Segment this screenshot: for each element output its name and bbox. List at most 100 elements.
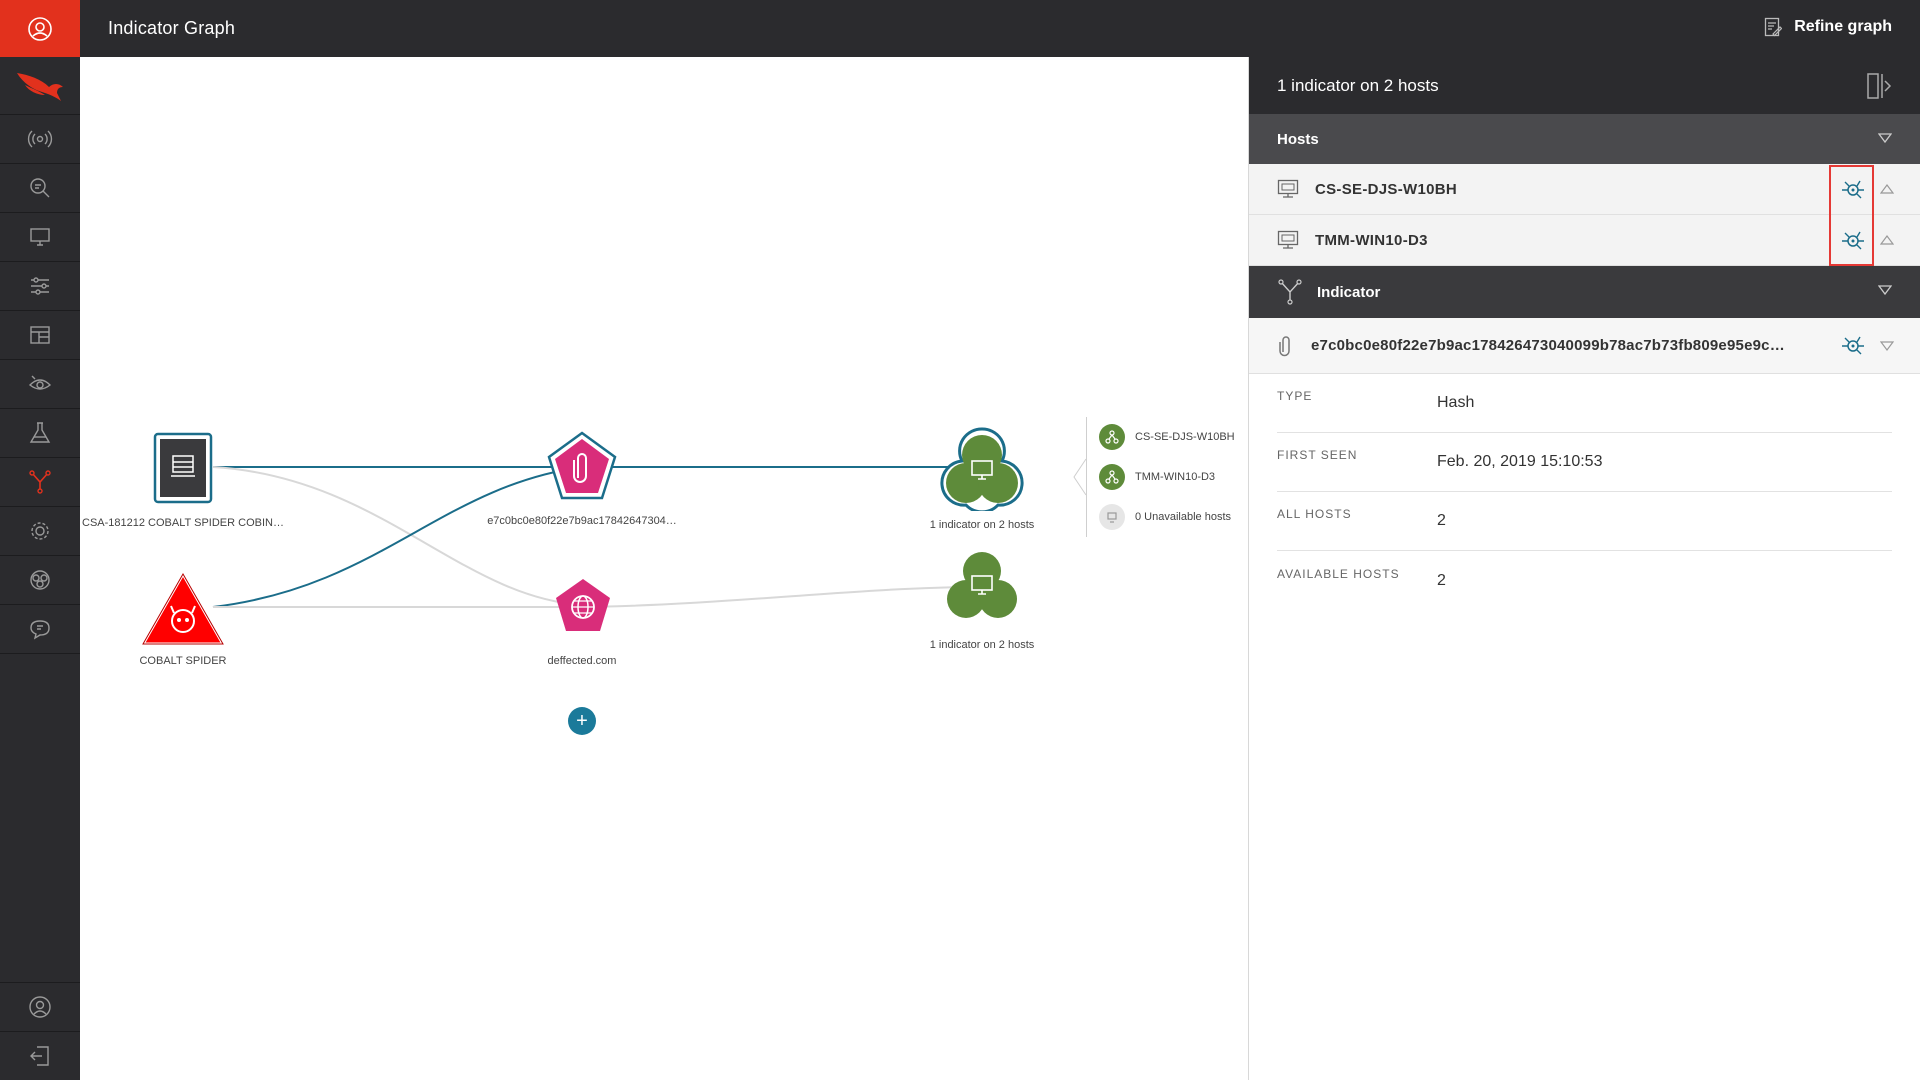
indicator-row[interactable]: e7c0bc0e80f22e7b9ac178426473040099b78ac7… — [1249, 318, 1920, 374]
sidebar-item-support[interactable] — [0, 605, 80, 654]
highlight-box — [1829, 165, 1874, 266]
detail-value: 2 — [1437, 571, 1446, 589]
node-hash[interactable] — [546, 430, 618, 507]
detail-row: AVAILABLE HOSTS 2 — [1277, 551, 1892, 610]
node-domain-label: deffected.com — [547, 655, 617, 667]
top-header: Indicator Graph Refine graph — [80, 0, 1920, 57]
detail-value: Feb. 20, 2019 15:10:53 — [1437, 453, 1603, 470]
flask-icon — [29, 422, 51, 443]
hosts-cluster-icon — [947, 552, 1017, 618]
collapse-panel-icon[interactable] — [1866, 72, 1892, 100]
sidebar-bottom — [0, 982, 80, 1080]
user-icon — [29, 996, 51, 1018]
sidebar-item-activity[interactable] — [0, 115, 80, 164]
host-row[interactable]: TMM-WIN10-D3 — [1249, 215, 1920, 266]
graph-icon — [1278, 279, 1302, 305]
sidebar-item-configuration[interactable] — [0, 262, 80, 311]
node-hosts-bottom[interactable] — [942, 549, 1022, 630]
monitor-icon — [30, 228, 50, 246]
sidebar-item-threats[interactable] — [0, 556, 80, 605]
page-title: Indicator Graph — [108, 18, 236, 38]
biohazard-icon — [30, 570, 50, 590]
node-domain[interactable] — [554, 577, 612, 638]
chevron-down-icon — [1878, 285, 1892, 296]
graph-explore-icon[interactable] — [1840, 333, 1866, 359]
detail-key: FIRST SEEN — [1277, 448, 1358, 462]
node-hosts-bottom-label: 1 indicator on 2 hosts — [929, 639, 1035, 651]
falcon-logo-icon — [17, 72, 63, 101]
refine-graph-button[interactable]: Refine graph — [1764, 17, 1892, 37]
detail-row: TYPE Hash — [1277, 374, 1892, 433]
edit-document-icon — [1765, 17, 1783, 37]
node-hash-label: e7c0bc0e80f22e7b9ac17842647304… — [487, 515, 677, 527]
host-list-item[interactable]: CS-SE-DJS-W10BH — [1099, 417, 1235, 457]
report-document-icon — [153, 432, 213, 504]
falcon-logo[interactable] — [0, 57, 80, 115]
detail-key: AVAILABLE HOSTS — [1277, 566, 1400, 581]
details-panel: 1 indicator on 2 hosts Hosts CS-SE-DJS-W… — [1248, 57, 1920, 1080]
callout-pointer — [1073, 458, 1086, 496]
sidebar-item-dashboards[interactable] — [0, 311, 80, 360]
host-list-label: TMM-WIN10-D3 — [1135, 471, 1216, 483]
sidebar-item-hosts[interactable] — [0, 213, 80, 262]
hash-attachment-icon — [547, 431, 617, 500]
add-node-button[interactable]: + — [568, 707, 596, 735]
sidebar-item-investigate[interactable] — [0, 164, 80, 213]
host-network-icon — [1099, 424, 1125, 450]
edge-domain-hosts — [581, 586, 981, 608]
broadcast-icon — [27, 130, 53, 148]
node-hosts-top-label: 1 indicator on 2 hosts — [929, 519, 1035, 531]
graph-icon — [29, 470, 51, 494]
sidebar-item-logout[interactable] — [0, 1031, 80, 1080]
chevron-down-icon — [1878, 133, 1892, 144]
detail-row: FIRST SEEN Feb. 20, 2019 15:10:53 — [1277, 433, 1892, 492]
graph-explore-icon[interactable] — [1840, 177, 1866, 203]
detail-value: Hash — [1437, 394, 1475, 411]
domain-globe-icon — [556, 579, 610, 631]
user-circle-icon — [28, 16, 52, 41]
graph-explore-icon[interactable] — [1840, 228, 1866, 254]
sidebar-item-indicator-graph[interactable] — [0, 458, 80, 507]
indicator-details: TYPE Hash FIRST SEEN Feb. 20, 2019 15:10… — [1249, 374, 1920, 610]
host-name: CS-SE-DJS-W10BH — [1315, 180, 1458, 198]
host-list-label: CS-SE-DJS-W10BH — [1135, 431, 1235, 443]
node-hosts-top[interactable] — [936, 425, 1028, 516]
indicator-section-header[interactable]: Indicator — [1249, 266, 1920, 318]
chevron-up-icon[interactable] — [1880, 183, 1894, 195]
detail-key: TYPE — [1277, 389, 1313, 403]
refine-graph-label: Refine graph — [1794, 18, 1892, 35]
graph-canvas[interactable]: CSA-181212 COBALT SPIDER COBIN… COBALT S… — [80, 57, 1248, 1080]
host-computer-icon — [1277, 230, 1299, 249]
unavailable-host-icon — [1099, 504, 1125, 530]
sidebar-item-overwatch[interactable] — [0, 360, 80, 409]
search-icon — [30, 178, 50, 198]
eye-icon — [28, 375, 52, 390]
sidebar-item-account[interactable] — [0, 982, 80, 1031]
sidebar-item-sandbox[interactable] — [0, 409, 80, 458]
host-list-item[interactable]: 0 Unavailable hosts — [1099, 497, 1235, 537]
hosts-section-header[interactable]: Hosts — [1249, 114, 1920, 164]
detail-value: 2 — [1437, 512, 1446, 529]
chat-icon — [30, 620, 50, 640]
sidebar-item-settings[interactable] — [0, 507, 80, 556]
host-computer-icon — [1277, 179, 1299, 198]
user-profile-button[interactable] — [0, 0, 80, 57]
hosts-cluster-icon — [940, 427, 1024, 514]
logout-icon — [30, 1046, 49, 1066]
host-row[interactable]: CS-SE-DJS-W10BH — [1249, 164, 1920, 215]
detail-row: ALL HOSTS 2 — [1277, 492, 1892, 551]
chevron-down-icon[interactable] — [1880, 340, 1894, 352]
node-report-label: CSA-181212 COBALT SPIDER COBIN… — [82, 517, 284, 529]
chevron-up-icon[interactable] — [1880, 234, 1894, 246]
dashboard-icon — [30, 326, 50, 344]
sidebar — [0, 0, 80, 1080]
adversary-spider-icon — [140, 570, 226, 646]
node-report[interactable] — [153, 432, 213, 509]
graph-edges — [212, 466, 981, 608]
attachment-icon — [1279, 335, 1290, 356]
sidebar-nav — [0, 115, 80, 654]
panel-title: 1 indicator on 2 hosts — [1277, 75, 1439, 95]
host-list-item[interactable]: TMM-WIN10-D3 — [1099, 457, 1235, 497]
node-actor-label: COBALT SPIDER — [139, 655, 227, 667]
node-actor[interactable] — [140, 570, 226, 652]
